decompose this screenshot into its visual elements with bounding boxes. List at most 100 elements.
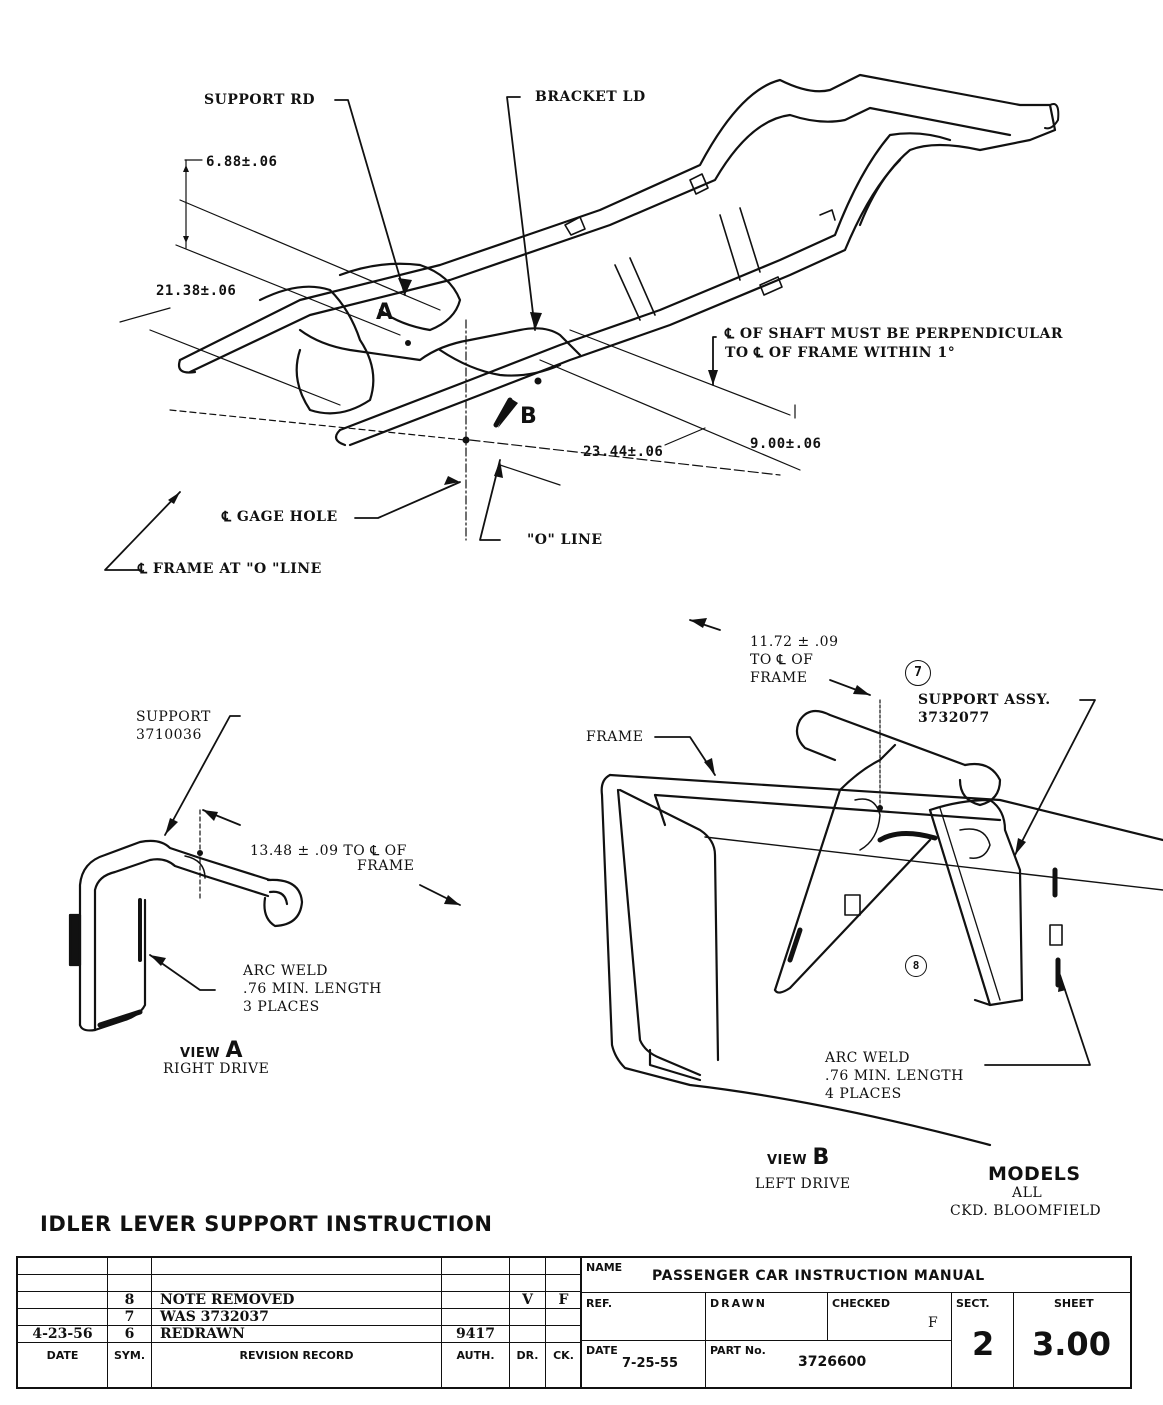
revision-cell [18, 1292, 108, 1309]
view-a-caption: RIGHT DRIVE [163, 1061, 270, 1077]
revision-cell [18, 1275, 108, 1292]
revision-header-cell: DATE [18, 1343, 108, 1387]
revision-cell [108, 1275, 152, 1292]
datum-points [197, 340, 883, 856]
revision-header-cell: AUTH. [442, 1343, 510, 1387]
view-b-heading: VIEW B [767, 1145, 830, 1170]
weld-note-line2: .76 MIN. LENGTH [243, 981, 382, 997]
dimension-21-38: 21.38±.06 [156, 283, 237, 299]
revision-cell: F [546, 1292, 582, 1309]
bracket-ld-callout: BRACKET LD [535, 89, 646, 105]
checked-by-note: CKD. BLOOMFIELD [950, 1203, 1102, 1219]
date-label: DATE [586, 1344, 618, 1357]
reference-balloon-7: 7 [905, 660, 931, 686]
sect-value: 2 [972, 1325, 995, 1363]
revision-cell [510, 1275, 546, 1292]
view-a-dimension-line1: 13.48 ± .09 TO ℄ OF [250, 843, 407, 859]
frame-label: FRAME [586, 729, 644, 745]
view-a-part-label: SUPPORT 3710036 [136, 708, 211, 744]
view-b-dimension-line3: FRAME [750, 670, 808, 686]
view-a-marker: A [376, 300, 394, 325]
support-rd-callout: SUPPORT RD [204, 92, 316, 108]
revision-cell [546, 1275, 582, 1292]
drawing-title: IDLER LEVER SUPPORT INSTRUCTION [40, 1212, 493, 1236]
weld-note-line3: 4 PLACES [825, 1086, 902, 1102]
revision-cell [510, 1258, 546, 1275]
ref-cell: REF. [582, 1293, 706, 1341]
weld-note-line2: .76 MIN. LENGTH [825, 1068, 964, 1084]
dimension-9-00: 9.00±.06 [750, 436, 822, 452]
support-part-number: 3710036 [136, 727, 202, 743]
revision-cell [18, 1258, 108, 1275]
view-b-weld-note: ARC WELD .76 MIN. LENGTH 4 PLACES [825, 1049, 964, 1103]
view-b-marker: B [520, 404, 538, 429]
weld-note-line1: ARC WELD [243, 963, 328, 979]
support-label: SUPPORT [136, 709, 211, 725]
revision-cell [546, 1326, 582, 1343]
revision-cell [546, 1309, 582, 1326]
view-a-support-drawing [68, 809, 304, 1032]
view-word: VIEW [767, 1153, 808, 1168]
sheet-value: 3.00 [1032, 1325, 1111, 1363]
title-block: NAME PASSENGER CAR INSTRUCTION MANUAL RE… [580, 1256, 1132, 1389]
revision-cell [442, 1309, 510, 1326]
view-b-arrow [493, 397, 513, 428]
dimension-23-44: 23.44±.06 [583, 444, 664, 460]
sect-cell: SECT. 2 [952, 1293, 1014, 1387]
name-value: PASSENGER CAR INSTRUCTION MANUAL [652, 1268, 985, 1284]
revision-cell [442, 1275, 510, 1292]
view-a-heading: VIEW A [180, 1038, 243, 1063]
models-value: ALL [1012, 1185, 1043, 1201]
leader-lines [104, 96, 1096, 1066]
view-letter: A [225, 1038, 244, 1063]
models-heading: MODELS [988, 1163, 1081, 1185]
support-assy-number: 3732077 [918, 710, 990, 726]
revision-cell: 6 [108, 1326, 152, 1343]
revision-header-cell: SYM. [108, 1343, 152, 1387]
dimension-6-88: 6.88±.06 [206, 154, 278, 170]
revision-cell [152, 1275, 442, 1292]
drawn-cell: DRAWN [706, 1293, 828, 1341]
part-number-label: PART No. [710, 1344, 766, 1357]
revision-cell [18, 1309, 108, 1326]
revision-cell [510, 1326, 546, 1343]
arrowheads [150, 165, 1066, 992]
revision-cell: V [510, 1292, 546, 1309]
sheet-cell: SHEET 3.00 [1014, 1293, 1130, 1387]
revision-cell: 7 [108, 1309, 152, 1326]
shaft-perpendicular-note-line2: TO ℄ OF FRAME WITHIN 1° [725, 345, 956, 361]
revision-cell [546, 1258, 582, 1275]
checked-label: CHECKED [832, 1297, 891, 1310]
date-cell: DATE 7-25-55 [582, 1341, 706, 1387]
weld-note-line1: ARC WELD [825, 1050, 910, 1066]
checked-cell: CHECKED F [828, 1293, 952, 1341]
support-assy-label: SUPPORT ASSY. [918, 692, 1051, 708]
view-b-dimension: 11.72 ± .09 TO ℄ OF FRAME [750, 633, 838, 687]
reference-balloon-8: 8 [905, 955, 927, 977]
checked-value: F [928, 1315, 938, 1331]
sect-label: SECT. [956, 1297, 990, 1310]
view-b-dimension-line2: TO ℄ OF [750, 652, 814, 668]
gage-hole-callout: ℄ GAGE HOLE [222, 509, 338, 525]
revision-cell: REDRAWN [152, 1326, 442, 1343]
part-number-value: 3726600 [798, 1354, 867, 1370]
revision-header-cell: REVISION RECORD [152, 1343, 442, 1387]
o-line-callout: "O" LINE [527, 532, 603, 548]
revision-header-cell: DR. [510, 1343, 546, 1387]
name-cell: NAME PASSENGER CAR INSTRUCTION MANUAL [582, 1258, 1130, 1293]
date-value: 7-25-55 [622, 1356, 679, 1371]
view-word: VIEW [180, 1046, 221, 1061]
ref-label: REF. [586, 1297, 613, 1310]
revision-cell: WAS 3732037 [152, 1309, 442, 1326]
revision-cell [442, 1292, 510, 1309]
main-view-dimension-lines [119, 159, 801, 541]
revision-cell [152, 1258, 442, 1275]
revision-cell [442, 1258, 510, 1275]
view-b-caption: LEFT DRIVE [755, 1176, 851, 1192]
revision-cell [510, 1309, 546, 1326]
part-number-cell: PART No. 3726600 [706, 1341, 952, 1387]
chassis-frame-drawing [177, 73, 1060, 447]
view-b-dimension-line1: 11.72 ± .09 [750, 634, 839, 650]
